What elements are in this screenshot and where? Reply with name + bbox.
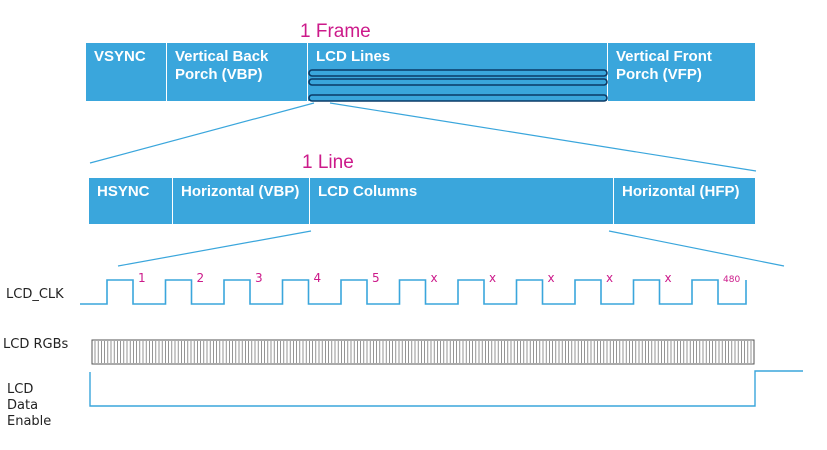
pulse-labels: 1 2 3 4 5 x x x x x 480 bbox=[138, 271, 740, 285]
line-bar: HSYNC Horizontal (VBP) LCD Columns Horiz… bbox=[89, 178, 755, 224]
signal-label-rgb: LCD RGBs bbox=[3, 337, 69, 352]
expand-line-left bbox=[89, 102, 315, 164]
frame-segment-vfp: Vertical Front Porch (VFP) bbox=[616, 48, 712, 83]
pulse-label: x bbox=[431, 271, 438, 285]
frame-title: 1 Frame bbox=[300, 21, 371, 42]
pulse-label: 2 bbox=[197, 271, 205, 285]
lcd-line bbox=[308, 94, 608, 102]
pulse-label: x bbox=[665, 271, 672, 285]
frame-segment-vbp: Vertical Back Porch (VBP) bbox=[167, 43, 308, 101]
expand-line-clk-left bbox=[117, 230, 312, 267]
pulse-label: 4 bbox=[314, 271, 322, 285]
line-segment-hfp: Horizontal (HFP) bbox=[622, 183, 740, 200]
signal-label-de: LCD Data Enable bbox=[7, 382, 52, 429]
pulse-label: 1 bbox=[138, 271, 146, 285]
expand-line-right bbox=[329, 102, 757, 172]
line-segment-hbp: Horizontal (VBP) bbox=[173, 178, 310, 224]
pulse-label: x bbox=[606, 271, 613, 285]
pulse-label: x bbox=[489, 271, 496, 285]
line-title: 1 Line bbox=[302, 152, 354, 173]
frame-segment-vsync: VSYNC bbox=[86, 43, 167, 101]
expand-line-clk-right bbox=[608, 230, 785, 267]
lcd-line bbox=[308, 69, 608, 77]
clock-waveform bbox=[80, 279, 747, 305]
lcd-line bbox=[308, 78, 608, 86]
pulse-label: 5 bbox=[372, 271, 380, 285]
line-segment-hsync: HSYNC bbox=[89, 178, 173, 224]
line-segment-lcd-columns: LCD Columns bbox=[310, 178, 614, 224]
pulse-label: 480 bbox=[723, 275, 740, 285]
lcd-lines-stack bbox=[308, 69, 608, 102]
pulse-label: 3 bbox=[255, 271, 263, 285]
signal-label-clk: LCD_CLK bbox=[6, 287, 64, 302]
pulse-label: x bbox=[548, 271, 555, 285]
rgb-bus bbox=[91, 339, 755, 365]
data-enable-waveform bbox=[89, 370, 803, 407]
rgb-hatch bbox=[94, 341, 752, 363]
frame-bar: VSYNC Vertical Back Porch (VBP) LCD Line… bbox=[86, 43, 755, 101]
